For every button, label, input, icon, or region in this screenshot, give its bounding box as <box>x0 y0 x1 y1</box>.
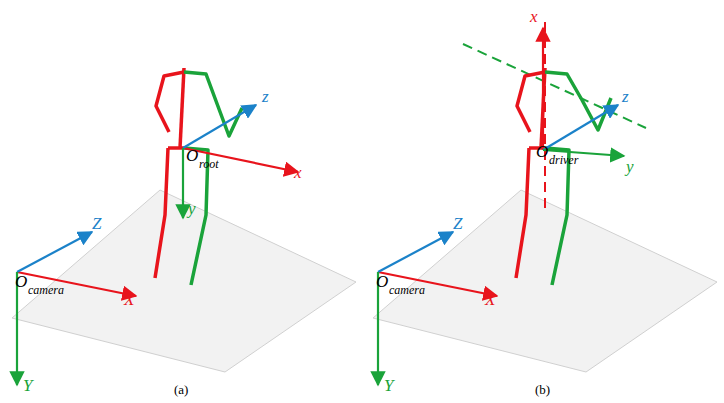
origin-letter: O <box>15 273 27 290</box>
origin-letter: O <box>536 143 548 160</box>
axis-letter: z <box>622 88 629 105</box>
axis-letter: Y <box>384 377 393 394</box>
axis-letter: Y <box>23 377 32 394</box>
panel-label: (b) <box>535 383 550 396</box>
origin-letter: O <box>186 147 198 164</box>
origin-subscript: driver <box>549 154 578 166</box>
origin-subscript: root <box>199 158 219 170</box>
origin-subscript: camera <box>389 284 425 296</box>
origin-letter: O <box>376 273 388 290</box>
axis-letter: Z <box>92 215 101 232</box>
axis-letter: y <box>626 158 634 175</box>
axis-letter: y <box>188 200 196 217</box>
axis-letter: Z <box>453 215 462 232</box>
axis-letter: x <box>530 8 538 25</box>
panel-label: (a) <box>174 383 188 396</box>
axis-letter: X <box>124 291 134 308</box>
axis-letter: X <box>485 291 495 308</box>
axis-letter: z <box>262 88 269 105</box>
origin-subscript: camera <box>28 284 64 296</box>
axis-letter: x <box>294 164 302 181</box>
